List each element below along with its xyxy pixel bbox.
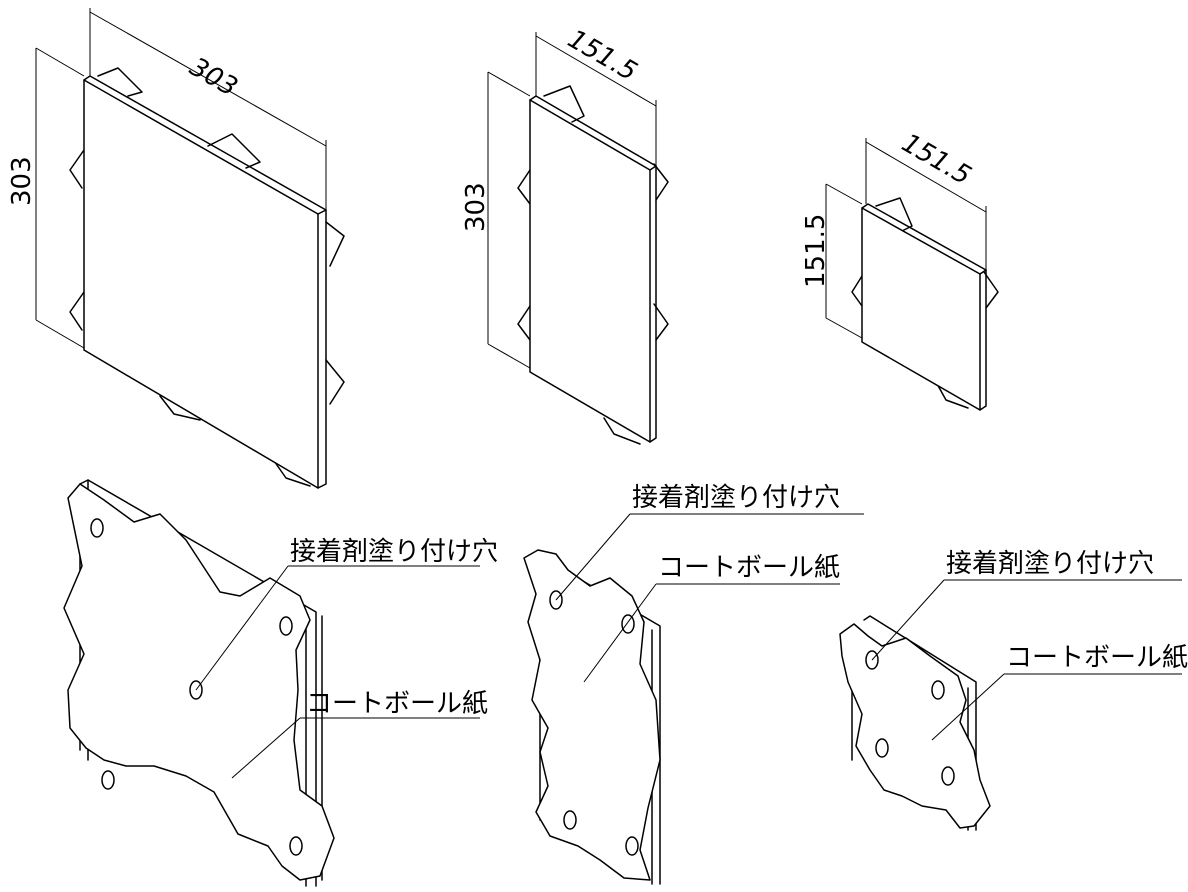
panel-small-front: 151.5 151.5: [801, 128, 999, 411]
height-label: 303: [7, 156, 37, 206]
adhesive-hole: [289, 836, 303, 856]
coated-board-sheet: [523, 549, 661, 881]
width-label: 151.5: [897, 128, 976, 191]
backing-edge: [653, 163, 669, 201]
panel-small-back: 接着剤塗り付け穴 コートボール紙: [839, 549, 1188, 831]
adhesive-hole: [101, 770, 115, 790]
adhesive-hole: [90, 518, 104, 538]
dim-extension: [825, 317, 863, 339]
board-thickness-edge: [317, 209, 327, 215]
backing-edge: [207, 133, 261, 169]
adhesive-hole-label: 接着剤塗り付け穴: [290, 537, 498, 567]
dim-line-width: [865, 141, 987, 213]
adhesive-hole: [189, 680, 203, 700]
adhesive-hole-label: 接着剤塗り付け穴: [632, 483, 840, 513]
leader-line: [871, 579, 945, 661]
backing-edge: [875, 197, 913, 233]
coated-board-label: コートボール紙: [306, 689, 488, 719]
backing-edge: [325, 359, 345, 405]
backing-edge: [653, 303, 669, 341]
adhesive-hole: [621, 614, 635, 634]
dim-extension: [487, 71, 531, 97]
dim-extension: [825, 183, 863, 205]
dim-line-width: [535, 35, 657, 107]
backing-edge: [603, 417, 641, 445]
adhesive-hole: [549, 590, 563, 610]
leader-line: [931, 673, 1005, 741]
coated-board-label: コートボール紙: [1006, 643, 1188, 673]
board-behind: [863, 615, 977, 831]
dim-extension: [35, 47, 85, 77]
board-thickness-edge: [979, 269, 987, 275]
width-label: 151.5: [563, 24, 642, 87]
height-label: 151.5: [801, 214, 831, 288]
board-behind: [79, 479, 317, 887]
adhesive-hole: [625, 836, 639, 856]
backing-edge: [325, 221, 345, 267]
board-thickness-edge: [649, 165, 657, 171]
panel-tall-front: 151.5 303: [461, 24, 669, 445]
backing-edge: [97, 67, 143, 97]
dim-extension: [487, 343, 531, 369]
backing-edge: [69, 291, 85, 331]
backing-edge: [851, 275, 863, 307]
backing-edge: [69, 149, 85, 189]
dim-line-width: [89, 11, 327, 147]
backing-edge: [983, 271, 999, 309]
leader-line: [555, 513, 631, 601]
panel-large-front: 303 303: [7, 8, 345, 489]
backing-edge: [517, 169, 531, 205]
adhesive-hole: [941, 766, 955, 786]
backing-edge: [271, 457, 311, 487]
adhesive-hole: [563, 810, 577, 830]
width-label: 303: [185, 52, 243, 103]
leader-line: [583, 583, 657, 683]
coated-board-sheet: [839, 623, 991, 829]
height-label: 303: [461, 182, 491, 232]
panel-tall-back: 接着剤塗り付け穴 コートボール紙: [523, 483, 864, 885]
panel-large-back: 接着剤塗り付け穴 コートボール紙: [63, 479, 498, 887]
backing-edge: [935, 381, 969, 409]
adhesive-hole-label: 接着剤塗り付け穴: [946, 549, 1154, 579]
coated-board-label: コートボール紙: [658, 553, 840, 583]
adhesive-hole: [279, 616, 293, 636]
adhesive-hole: [875, 738, 889, 758]
board-face: [861, 207, 981, 411]
backing-edge: [159, 395, 201, 421]
leader-line: [195, 565, 289, 691]
backing-edge: [543, 85, 585, 123]
adhesive-hole: [865, 650, 879, 670]
adhesive-hole: [931, 680, 945, 700]
board-face: [83, 79, 319, 489]
leader-line: [231, 717, 301, 779]
backing-edge: [517, 305, 531, 341]
dim-extension: [35, 319, 85, 349]
